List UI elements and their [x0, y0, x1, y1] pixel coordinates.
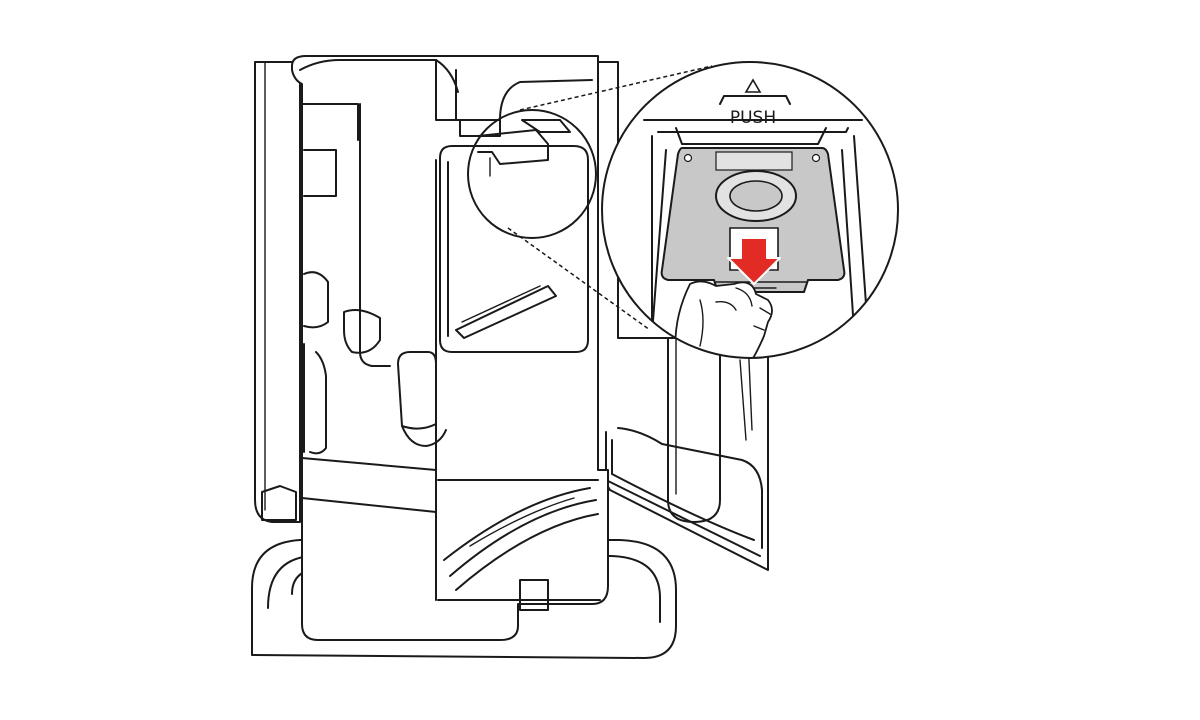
arrow-down-icon: [727, 237, 781, 285]
hand-illustration: [674, 280, 773, 358]
push-indicator: PUSH: [730, 78, 776, 128]
callout-leader-lines: [507, 65, 713, 331]
callout-zoom-circle: [601, 61, 899, 359]
vacuum-rear-panel: [254, 61, 301, 523]
magnify-source-circle: [467, 109, 597, 239]
vacuum-main-body: [291, 55, 609, 641]
triangle-up-icon: [744, 78, 762, 93]
push-label: PUSH: [730, 108, 776, 128]
